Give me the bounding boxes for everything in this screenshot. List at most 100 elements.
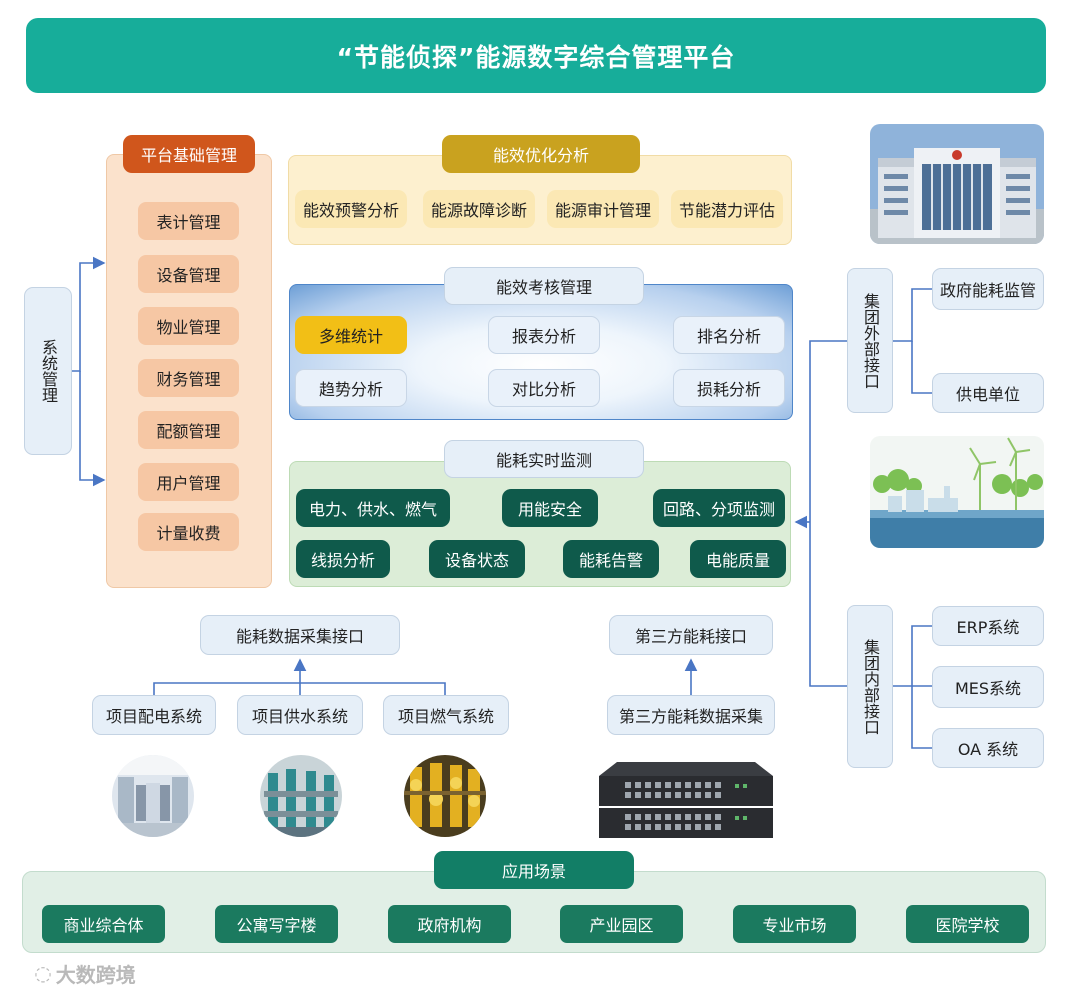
group-external-interface-box: 集团外部接口: [847, 268, 893, 413]
project-water-system: 项目供水系统: [237, 695, 363, 735]
item-user-management: 用户管理: [138, 463, 239, 501]
efficiency-optimization-heading: 能效优化分析: [442, 135, 640, 173]
item-label: 节能潜力评估: [678, 201, 775, 220]
green-energy-image: [870, 436, 1044, 548]
platform-basic-heading-text: 平台基础管理: [140, 146, 237, 165]
item-label: 能效预警分析: [302, 201, 399, 220]
oa-system: OA 系统: [932, 728, 1044, 768]
item-metering-billing: 计量收费: [138, 513, 239, 551]
platform-basic-heading: 平台基础管理: [123, 135, 255, 173]
system-management-label: 系统管理: [39, 339, 58, 403]
item-meter-management: 表计管理: [138, 202, 239, 240]
item-label: 线损分析: [310, 551, 375, 570]
item-label: 设备管理: [156, 266, 221, 285]
item-label: OA 系统: [957, 740, 1019, 759]
item-property-management: 物业管理: [138, 307, 239, 345]
item-label: 多维统计: [318, 327, 383, 346]
network-switch-image: [595, 762, 777, 844]
item-label: 政府机构: [417, 916, 482, 935]
third-party-collect-text: 第三方能耗数据采集: [618, 707, 763, 726]
item-label: 配额管理: [156, 422, 221, 441]
item-line-loss: 线损分析: [296, 540, 390, 578]
efficiency-assessment-heading-text: 能效考核管理: [495, 278, 592, 297]
item-ranking-analysis: 排名分析: [673, 316, 785, 354]
scenario-specialized-market: 专业市场: [733, 905, 856, 943]
third-party-heading-text: 第三方能耗接口: [634, 627, 747, 646]
item-label: 对比分析: [511, 380, 576, 399]
item-label: 排名分析: [696, 327, 761, 346]
item-energy-audit: 能源审计管理: [547, 190, 659, 228]
item-label: 供电单位: [955, 385, 1020, 404]
data-collection-heading-text: 能耗数据采集接口: [235, 627, 364, 646]
data-collection-interface-heading: 能耗数据采集接口: [200, 615, 400, 655]
item-loop-monitoring: 回路、分项监测: [653, 489, 785, 527]
item-efficiency-warning: 能效预警分析: [295, 190, 407, 228]
item-power-quality: 电能质量: [690, 540, 786, 578]
item-power-water-gas: 电力、供水、燃气: [296, 489, 450, 527]
item-energy-alarm: 能耗告警: [563, 540, 659, 578]
watermark-icon: ◌: [34, 961, 52, 985]
group-internal-interface-label: 集团内部接口: [861, 638, 880, 735]
project-power-system: 项目配电系统: [92, 695, 216, 735]
water-pump-illustration: [260, 755, 342, 837]
gas-equipment-photo: [404, 755, 486, 837]
group-internal-interface-box: 集团内部接口: [847, 605, 893, 768]
system-management-box: 系统管理: [24, 287, 72, 455]
title-banner: “节能侦探”能源数字综合管理平台: [26, 18, 1046, 93]
project-gas-system: 项目燃气系统: [383, 695, 509, 735]
scenario-government: 政府机构: [388, 905, 511, 943]
item-report-analysis: 报表分析: [488, 316, 600, 354]
item-energy-safety: 用能安全: [502, 489, 598, 527]
scenario-commercial-complex: 商业综合体: [42, 905, 165, 943]
item-label: 项目供水系统: [251, 707, 348, 726]
item-label: 表计管理: [156, 213, 221, 232]
item-label: 损耗分析: [696, 380, 761, 399]
item-label: 趋势分析: [318, 380, 383, 399]
item-label: 财务管理: [156, 370, 221, 389]
item-label: 用户管理: [156, 474, 221, 493]
item-label: 商业综合体: [63, 916, 144, 935]
item-label: 用能安全: [517, 500, 582, 519]
item-label: MES系统: [954, 679, 1022, 698]
item-device-status: 设备状态: [429, 540, 525, 578]
item-label: 计量收费: [156, 524, 221, 543]
application-scenarios-heading: 应用场景: [434, 851, 634, 889]
third-party-interface-heading: 第三方能耗接口: [609, 615, 773, 655]
power-room-illustration: [112, 755, 194, 837]
item-device-management: 设备管理: [138, 255, 239, 293]
watermark-text: 大数跨境: [55, 962, 136, 987]
power-room-photo: [112, 755, 194, 837]
item-label: 能耗告警: [578, 551, 643, 570]
item-label: 产业园区: [589, 916, 654, 935]
item-comparison-analysis: 对比分析: [488, 369, 600, 407]
scenario-apartment-office: 公寓写字楼: [215, 905, 338, 943]
item-label: 项目配电系统: [105, 707, 202, 726]
realtime-monitoring-heading-text: 能耗实时监测: [495, 451, 592, 470]
wind-turbine-illustration: [870, 436, 1044, 548]
group-external-interface-label: 集团外部接口: [861, 292, 880, 389]
third-party-data-collection: 第三方能耗数据采集: [607, 695, 775, 735]
item-label: ERP系统: [956, 618, 1020, 637]
item-quota-management: 配额管理: [138, 411, 239, 449]
scenario-hospital-school: 医院学校: [906, 905, 1029, 943]
gas-equipment-illustration: [404, 755, 486, 837]
item-label: 物业管理: [156, 318, 221, 337]
item-fault-diagnosis: 能源故障诊断: [423, 190, 535, 228]
government-building-image: [870, 124, 1044, 244]
item-label: 电能质量: [705, 551, 770, 570]
mes-system: MES系统: [932, 666, 1044, 708]
efficiency-assessment-heading: 能效考核管理: [444, 267, 644, 305]
item-multi-dim-stats: 多维统计: [295, 316, 407, 354]
item-loss-analysis: 损耗分析: [673, 369, 785, 407]
item-label: 公寓写字楼: [236, 916, 317, 935]
erp-system: ERP系统: [932, 606, 1044, 646]
gov-energy-supervision: 政府能耗监管: [932, 268, 1044, 310]
realtime-monitoring-heading: 能耗实时监测: [444, 440, 644, 478]
item-label: 专业市场: [762, 916, 827, 935]
item-label: 电力、供水、燃气: [308, 500, 437, 519]
watermark: ◌ 大数跨境: [10, 956, 160, 990]
efficiency-optimization-heading-text: 能效优化分析: [492, 146, 589, 165]
item-label: 报表分析: [511, 327, 576, 346]
page-title: “节能侦探”能源数字综合管理平台: [336, 42, 736, 72]
